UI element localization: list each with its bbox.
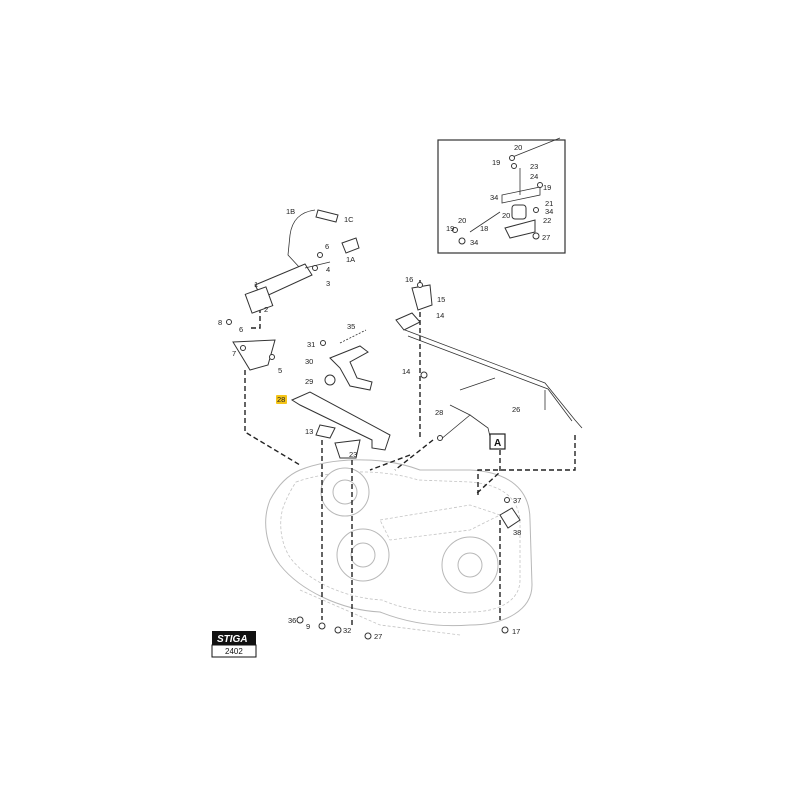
callout-label: 35 [347, 322, 355, 331]
inset-label: 34 [490, 193, 498, 202]
inset-label: 19 [492, 158, 500, 167]
inset-detail: 20 19 23 24 19 34 21 20 34 22 20 18 19 2… [437, 137, 566, 254]
callout-label: 15 [437, 295, 445, 304]
inset-label: 23 [530, 162, 538, 171]
reference-box-label: A [494, 438, 501, 449]
inset-label: 20 [458, 216, 466, 225]
callout-label: 28 [435, 408, 443, 417]
actuator-assembly [244, 209, 360, 314]
callout-label: 4 [326, 265, 330, 274]
bottom-hardware [296, 616, 509, 640]
callout-label: 8 [218, 318, 222, 327]
inset-frame [437, 139, 566, 254]
lift-rod-assembly [395, 282, 583, 446]
inset-label: 34 [545, 207, 553, 216]
callout-label: 27 [374, 632, 382, 641]
callout-label: 16 [405, 275, 413, 284]
callout-label: 14 [402, 367, 410, 376]
mower-deck [265, 459, 533, 636]
stiga-logo: STIGA 2402 [211, 631, 257, 658]
callout-label: 36 [288, 616, 296, 625]
inset-label: 20 [502, 211, 510, 220]
highlighted-part-label: 28 [277, 395, 285, 404]
inset-label: 22 [543, 216, 551, 225]
inset-label: 27 [542, 233, 550, 242]
bracket-7 [226, 319, 276, 371]
inset-label: 19 [543, 183, 551, 192]
callout-label: 31 [307, 340, 315, 349]
callout-label: 38 [513, 528, 521, 537]
callout-label: 9 [306, 622, 310, 631]
lift-lever-assembly [290, 329, 391, 459]
callout-label: 2 [264, 305, 268, 314]
logo-code: 2402 [225, 647, 243, 656]
callout-label: 37 [513, 496, 521, 505]
callout-label: 5 [278, 366, 282, 375]
callout-label: 7 [232, 349, 236, 358]
logo-brand: STIGA [217, 634, 248, 645]
reference-box-a: A [489, 433, 506, 450]
callout-label: 6 [325, 242, 329, 251]
inset-label: 24 [530, 172, 538, 181]
inset-label: 19 [446, 224, 454, 233]
inset-label: 18 [480, 224, 488, 233]
inset-label: 34 [470, 238, 478, 247]
callout-label: 6 [239, 325, 243, 334]
highlighted-part-marker [276, 395, 287, 404]
callout-label: 17 [512, 627, 520, 636]
callout-label: 1 [254, 280, 258, 289]
callout-label: 32 [343, 626, 351, 635]
callout-label: 3 [326, 279, 330, 288]
inset-label: 21 [545, 199, 553, 208]
inset-label: 20 [514, 143, 522, 152]
callout-label: 13 [305, 427, 313, 436]
callout-label: 29 [305, 377, 313, 386]
callout-label: 1C [344, 215, 354, 224]
callout-label: 1A [346, 255, 355, 264]
callout-label: 14 [436, 311, 444, 320]
callout-label: 1B [286, 207, 295, 216]
bracket-36 [499, 497, 521, 529]
callout-label: 26 [512, 405, 520, 414]
callout-label: 30 [305, 357, 313, 366]
callout-label: 23 [349, 450, 357, 459]
callout-labels: 1B 1C 6 1A 4 3 1 2 8 6 7 5 16 15 14 35 3… [218, 207, 521, 641]
